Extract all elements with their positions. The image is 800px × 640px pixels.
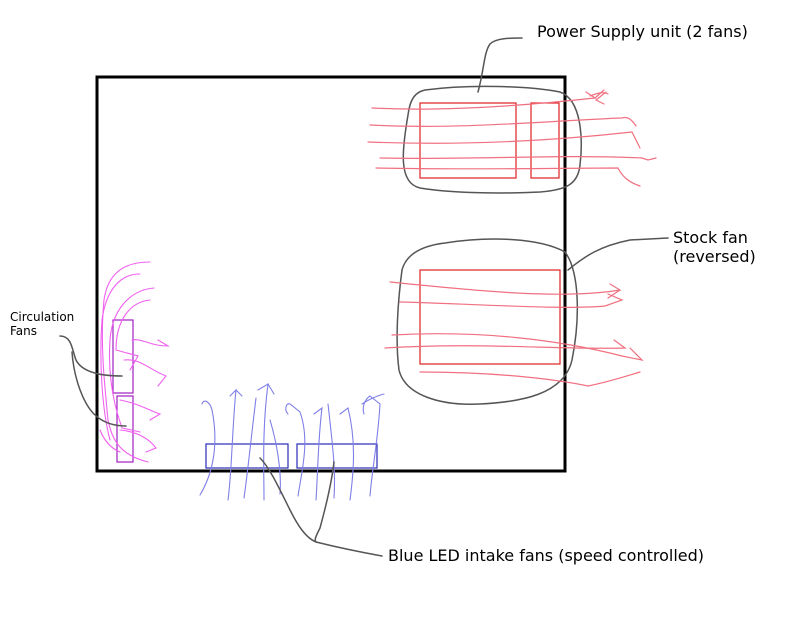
circulation-callout-top [59, 335, 123, 377]
circulation-fan-bottom [116, 395, 134, 463]
stock-fan [419, 269, 561, 365]
intake-callout-right [314, 461, 335, 543]
circulation-fans-label-line1: Circulation [10, 310, 75, 324]
circulation-fans-label-line2: Fans [10, 324, 38, 339]
stock-fan-outline [396, 238, 579, 405]
psu-callout [477, 37, 523, 93]
psu-label: Power Supply unit (2 fans) [537, 22, 748, 41]
intake-fan-left [205, 443, 289, 469]
circulation-airflow [99, 261, 170, 463]
psu-fan-large [419, 102, 517, 179]
intake-fans-label: Blue LED intake fans (speed controlled) [388, 546, 705, 565]
intake-fan-right [296, 443, 378, 469]
circulation-fan-top [112, 319, 134, 394]
psu-outline [402, 85, 582, 194]
intake-airflow [199, 382, 385, 501]
callout-lines [59, 37, 669, 557]
intake-callout-left [259, 457, 383, 557]
case-outline [95, 75, 567, 473]
stock-fan-callout [567, 237, 669, 271]
stock-fan-airflow [384, 281, 644, 387]
stock-fan-label-line2: (reversed) [673, 247, 756, 267]
stock-fan-label: Stock fan (reversed) [673, 228, 756, 266]
circulation-fans-label: Circulation Fans [10, 310, 74, 339]
stock-fan-label-line1: Stock fan [673, 228, 748, 247]
psu-airflow [367, 89, 657, 187]
circulation-callout-bottom [71, 351, 127, 427]
